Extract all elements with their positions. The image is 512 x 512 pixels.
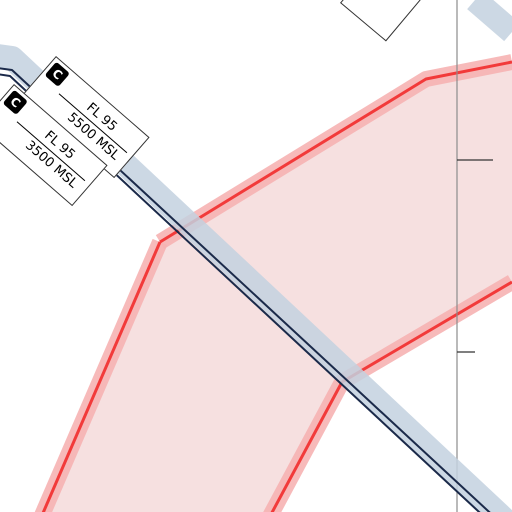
flight-route-line-secondary[interactable]	[0, 73, 492, 512]
route-halo	[0, 44, 512, 512]
route-halo	[467, 0, 512, 42]
airspace-edge	[159, 60, 512, 244]
airspace-edge	[41, 241, 162, 512]
airspace-area	[43, 62, 512, 512]
flight-route-line[interactable]	[0, 67, 500, 512]
airspace-class-badge: C	[44, 61, 70, 88]
airspace-class-badge: C	[2, 89, 28, 116]
